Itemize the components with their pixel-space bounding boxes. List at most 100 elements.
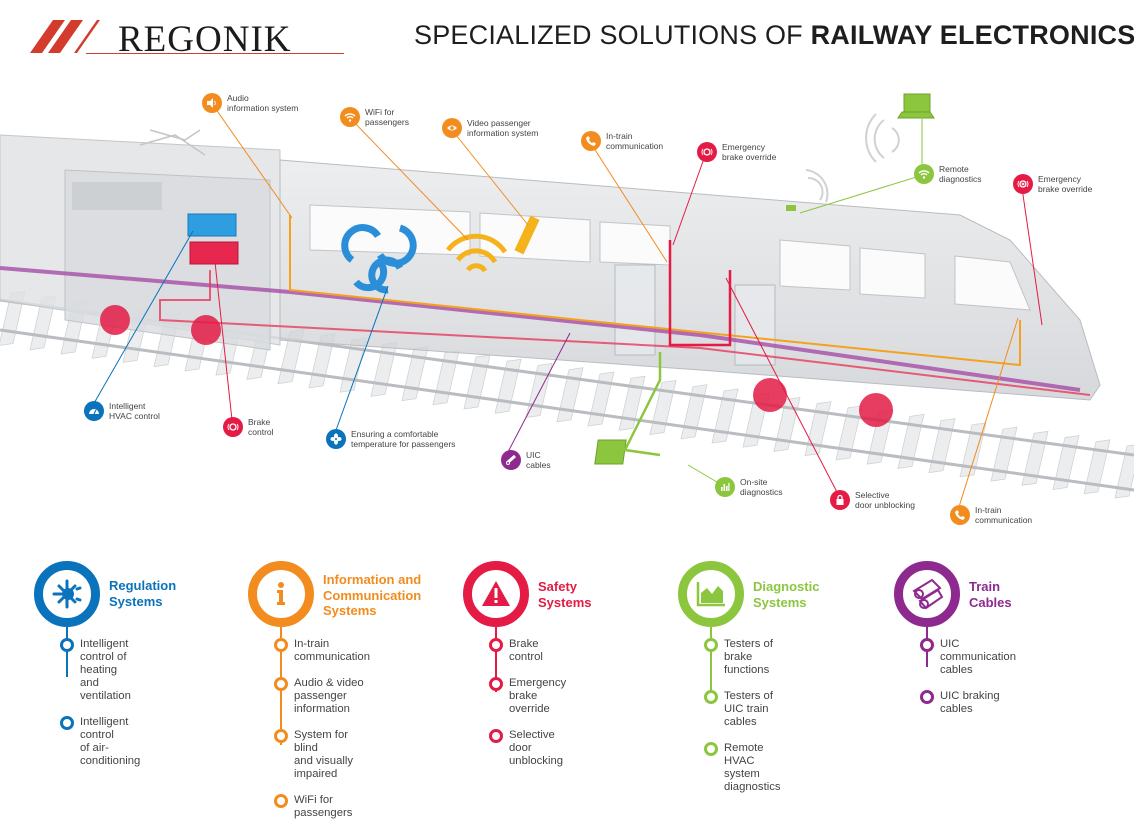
speaker-icon	[202, 93, 222, 113]
list-item: Intelligent control of air-conditioning	[60, 716, 140, 768]
callout-uic-cables[interactable]: UIC cables	[501, 450, 551, 470]
wifi-symbol-icon	[446, 233, 508, 273]
wifi-icon	[340, 107, 360, 127]
eye-icon	[442, 118, 462, 138]
track-sleeper	[649, 380, 677, 435]
callout-on-site-diagnostics[interactable]: On-site diagnostics	[715, 477, 783, 497]
category-stem	[710, 627, 712, 692]
track-sleeper	[835, 405, 863, 461]
safety-cable-door	[668, 240, 732, 347]
track-sleeper	[711, 388, 739, 444]
category-list: Testers of brake functions Testers of UI…	[704, 638, 781, 807]
track-sleeper	[680, 384, 708, 440]
callout-label: Emergency brake override	[722, 142, 777, 162]
callout-label: Intelligent HVAC control	[109, 401, 160, 421]
list-item: Intelligent control of heating and venti…	[60, 638, 140, 703]
brake-icon	[697, 142, 717, 162]
regonik-logo: REGONIK	[30, 18, 344, 60]
track-sleeper	[959, 422, 987, 478]
train-illustration	[0, 93, 1134, 511]
remote-laptop-icon	[897, 93, 935, 119]
cable-icon	[501, 450, 521, 470]
category-title: Diagnostic Systems	[753, 579, 820, 610]
category-title: Train Cables	[969, 579, 1012, 610]
track-sleeper	[897, 413, 925, 469]
track-sleeper	[773, 396, 801, 452]
callout-label: Emergency brake override	[1038, 174, 1093, 194]
gauge-icon	[84, 401, 104, 421]
list-item: In-train communication	[274, 638, 370, 664]
callout-emergency-brake-override-front[interactable]: Emergency brake override	[1013, 174, 1092, 194]
callout-label: Audio information system	[227, 93, 299, 113]
bar-chart-icon	[715, 477, 735, 497]
list-item: Testers of brake functions	[704, 638, 781, 677]
logo-stripes-icon	[30, 20, 100, 53]
snowflake-sun-icon	[34, 561, 100, 627]
track-sleeper	[1021, 430, 1049, 486]
callout-label: In-train communication	[606, 131, 664, 151]
logo-underline	[86, 53, 344, 54]
callout-label: Selective door unblocking	[855, 490, 916, 510]
callout-label: Remote diagnostics	[939, 164, 982, 184]
callout-label: On-site diagnostics	[740, 477, 783, 497]
list-item: Brake control	[489, 638, 566, 664]
onsite-tester-case-icon	[594, 439, 627, 465]
callout-emergency-brake-override-center[interactable]: Emergency brake override	[697, 142, 776, 162]
brake-control-unit	[189, 241, 239, 265]
video-display-unit	[514, 215, 540, 255]
callout-video-passenger-information[interactable]: Video passenger information system	[442, 118, 538, 138]
category-title: Regulation Systems	[109, 578, 177, 609]
callout-selective-door-unblocking[interactable]: Selective door unblocking	[830, 490, 915, 510]
callout-audio-information-system[interactable]: Audio information system	[202, 93, 298, 113]
title-light: SPECIALIZED SOLUTIONS OF	[414, 20, 811, 50]
list-item: Testers of UIC train cables	[704, 690, 781, 729]
information-cable-line	[289, 215, 1021, 367]
category-stem	[66, 627, 68, 677]
list-item: Selective door unblocking	[489, 729, 566, 768]
list-item: System for blind and visually impaired	[274, 729, 370, 781]
callout-intelligent-hvac-control[interactable]: Intelligent HVAC control	[84, 401, 160, 421]
callout-wifi-for-passengers[interactable]: WiFi for passengers	[340, 107, 409, 127]
callout-in-train-communication-bottom[interactable]: In-train communication	[950, 505, 1032, 525]
info-icon	[248, 561, 314, 627]
phone-icon	[950, 505, 970, 525]
wheel	[859, 393, 893, 427]
category-title: Safety Systems	[538, 579, 592, 610]
train-body	[0, 129, 1101, 401]
callout-brake-control[interactable]: Brake control	[223, 417, 274, 437]
callout-label: In-train communication	[975, 505, 1033, 525]
track-sleeper	[990, 426, 1018, 482]
safety-cable-line	[159, 270, 1091, 396]
callout-in-train-communication-top[interactable]: In-train communication	[581, 131, 663, 151]
track-sleeper	[1114, 444, 1134, 499]
category-list: In-train communication Audio & video pas…	[274, 638, 370, 833]
list-item: Audio & video passenger information	[274, 677, 370, 716]
cable-icon	[894, 561, 960, 627]
list-item: Remote HVAC system diagnostics	[704, 742, 781, 794]
wheel	[191, 315, 221, 345]
climate-arrows-icon	[341, 224, 417, 294]
roof-antenna	[786, 205, 796, 211]
track-sleeper	[928, 418, 956, 474]
track-sleeper	[1083, 439, 1111, 495]
logo-text: REGONIK	[118, 19, 292, 60]
brake-override-icon	[1013, 174, 1033, 194]
wireless-waves-icon	[805, 113, 900, 203]
wheel	[100, 305, 130, 335]
hvac-unit-cooling	[187, 213, 237, 237]
page-title: SPECIALIZED SOLUTIONS OF RAILWAY ELECTRO…	[414, 20, 1134, 51]
title-bold: RAILWAY ELECTRONICS	[810, 20, 1134, 50]
callout-label: Brake control	[248, 417, 274, 437]
callout-label: Video passenger information system	[467, 118, 539, 138]
callout-comfortable-temperature[interactable]: Ensuring a comfortable temperature for p…	[326, 429, 455, 449]
category-stem	[495, 627, 497, 692]
list-item: Emergency brake override	[489, 677, 566, 716]
callout-label: Ensuring a comfortable temperature for p…	[351, 429, 456, 449]
list-item: UIC braking cables	[920, 690, 1016, 716]
list-item: UIC communication cables	[920, 638, 1016, 677]
list-item: WiFi for passengers	[274, 794, 370, 820]
phone-icon	[581, 131, 601, 151]
callout-remote-diagnostics[interactable]: Remote diagnostics	[914, 164, 982, 184]
brake-icon	[223, 417, 243, 437]
wheel	[753, 378, 787, 412]
